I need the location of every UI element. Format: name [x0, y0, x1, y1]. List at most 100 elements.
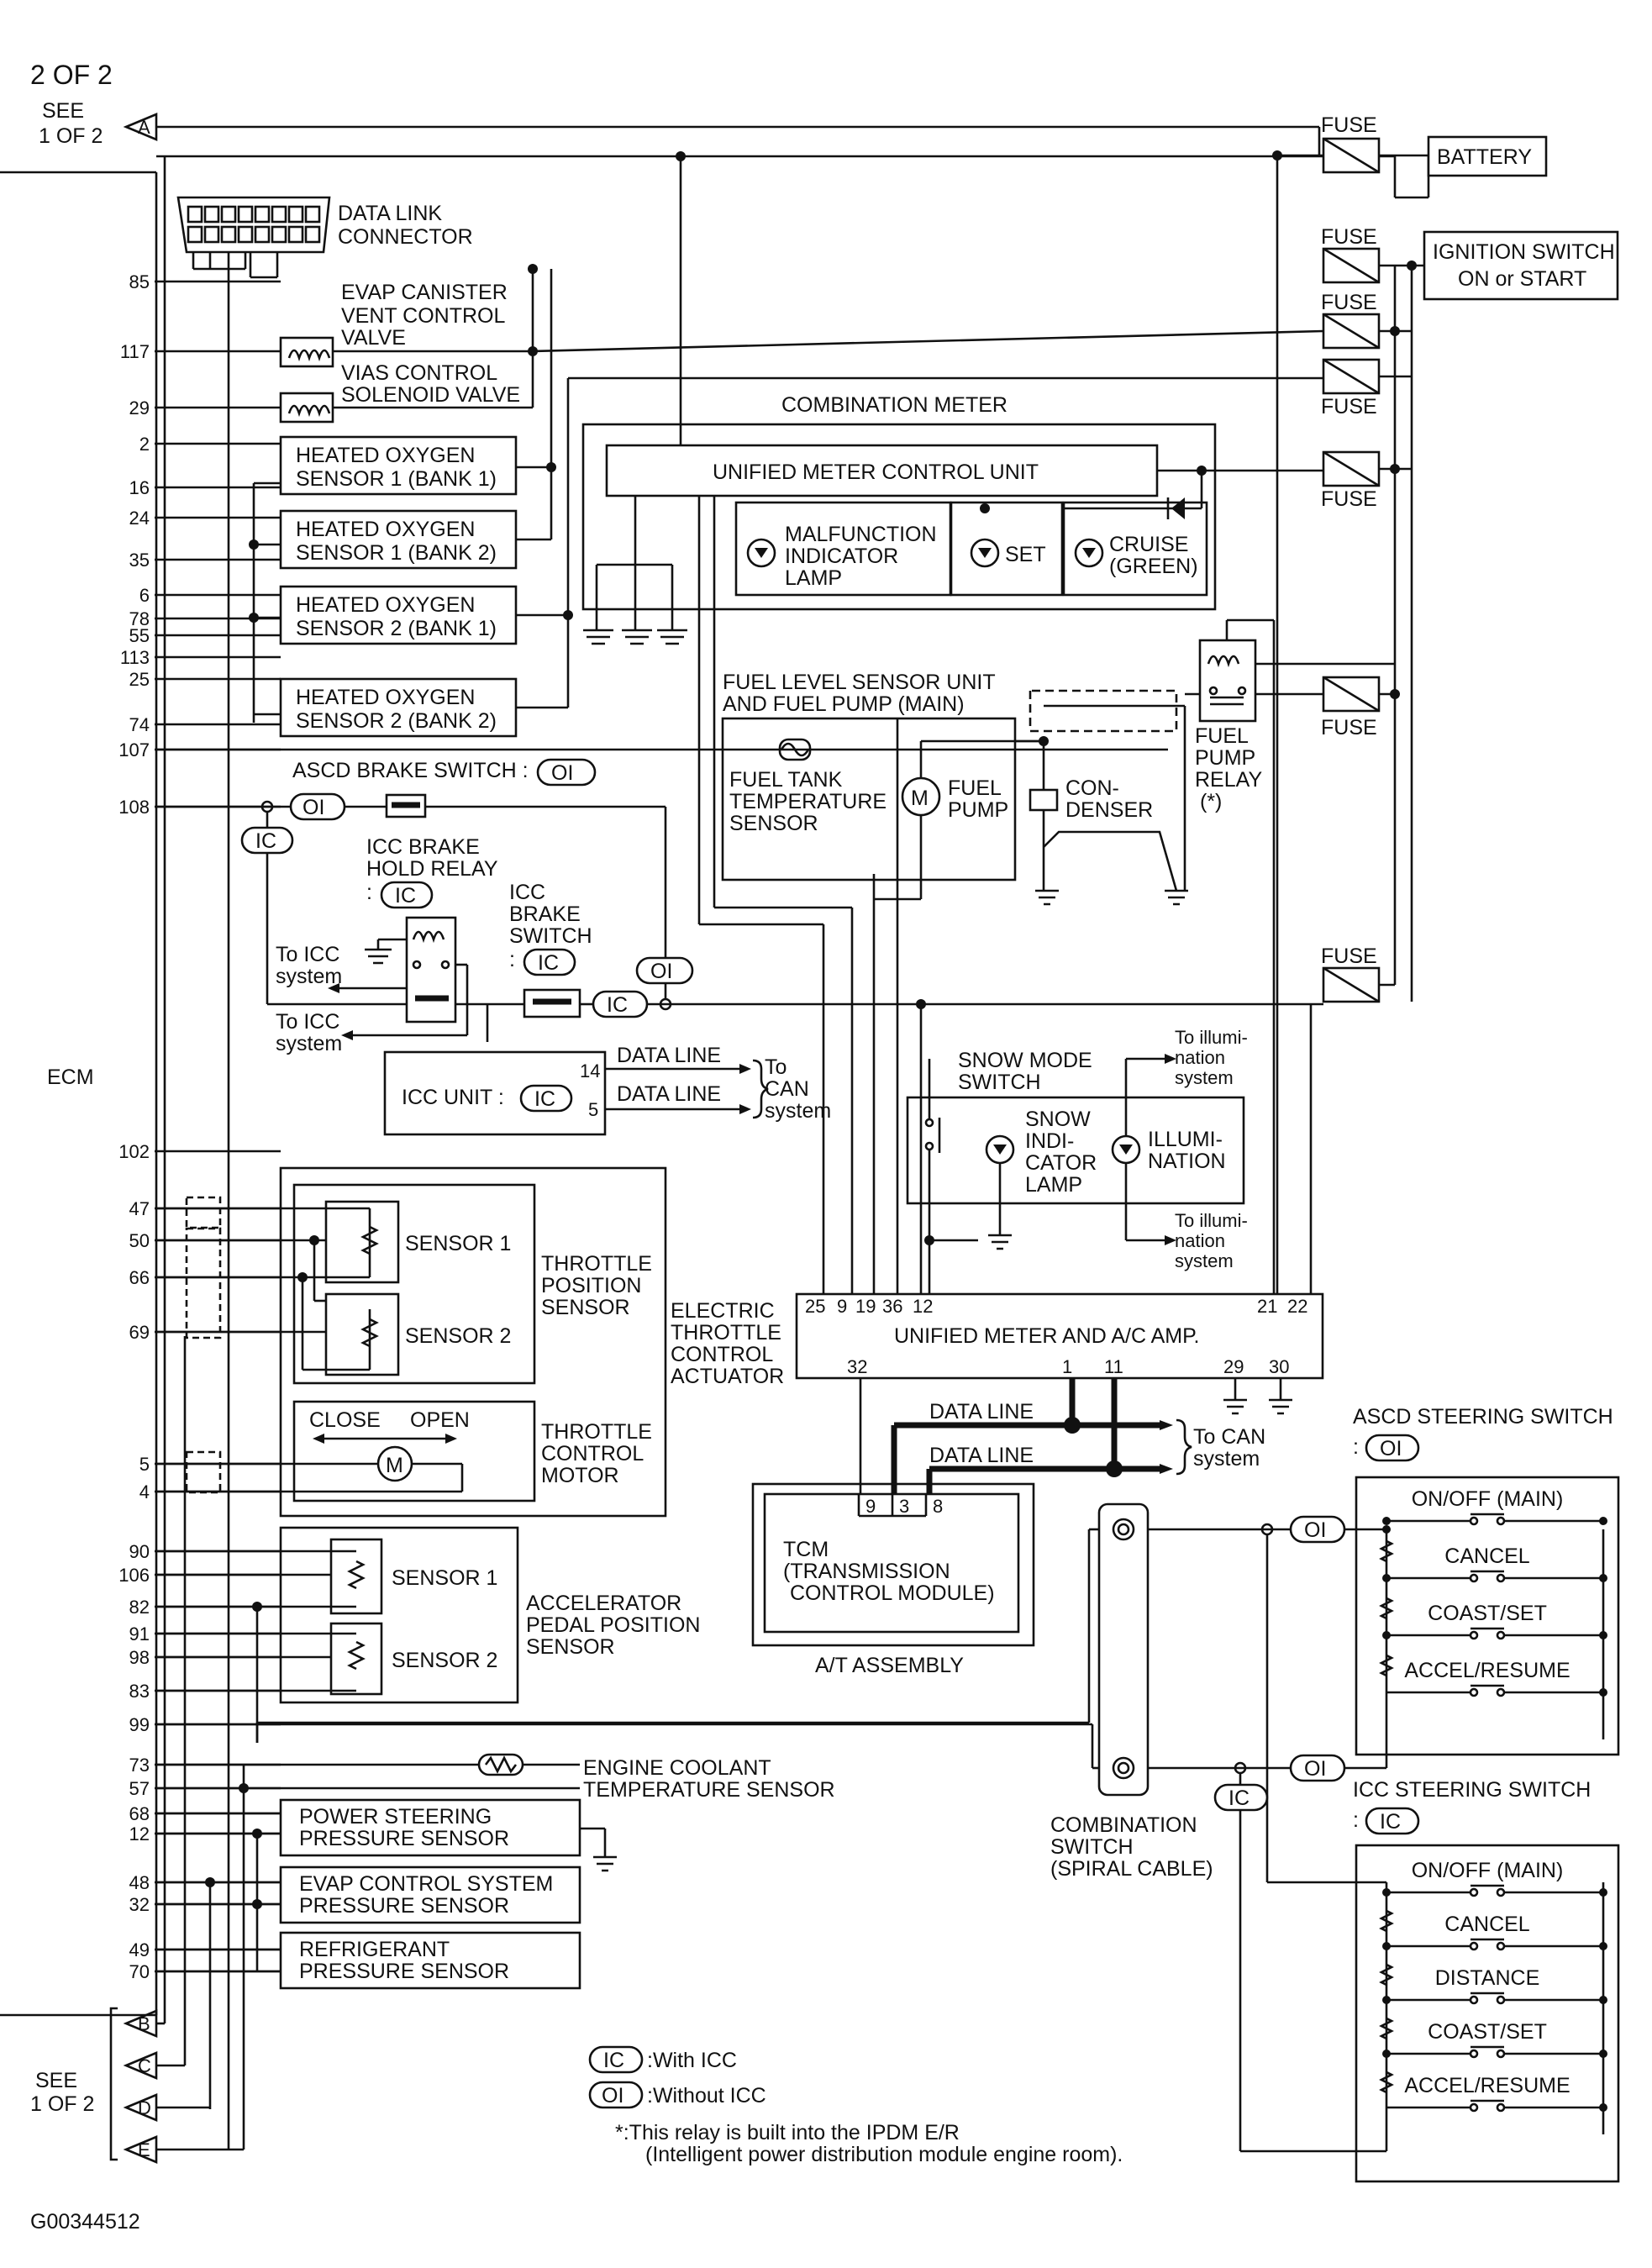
junction-dot	[1382, 1631, 1391, 1639]
ecm-pin-48: 48	[129, 1872, 150, 1893]
svg-text:THROTTLE: THROTTLE	[671, 1321, 781, 1344]
ecm-pin-29: 29	[129, 397, 150, 418]
steering-button-terminal	[1496, 1995, 1506, 2005]
fuse-label-6: FUSE	[1321, 716, 1377, 739]
svg-text:POSITION: POSITION	[541, 1274, 641, 1297]
steering-button-terminal	[1496, 1941, 1506, 1951]
fuse-label-7: FUSE	[1321, 945, 1377, 968]
svg-text:CONTROL MODULE): CONTROL MODULE)	[790, 1581, 995, 1605]
ecm-pin-98: 98	[129, 1647, 150, 1668]
ecm-pin-68: 68	[129, 1803, 150, 1824]
steering-button-terminal	[1469, 1573, 1479, 1583]
svg-text:DENSER: DENSER	[1065, 798, 1153, 822]
ecm-pin-69: 69	[129, 1322, 150, 1343]
ecm-pin-90: 90	[129, 1541, 150, 1562]
icc-steering-switch: ICC STEERING SWITCH : IC ON/OFF (MAIN)CA…	[1353, 1778, 1620, 2183]
ecm-pin-12: 12	[129, 1823, 150, 1844]
svg-text:VIAS CONTROL: VIAS CONTROL	[341, 361, 497, 385]
at-assembly: 9 3 8 TCM (TRANSMISSION CONTROL MODULE) …	[751, 1482, 1035, 1677]
power-bus	[156, 125, 1430, 199]
junction-dot	[1382, 1517, 1391, 1525]
svg-text::: :	[366, 881, 372, 904]
svg-text:COMBINATION METER: COMBINATION METER	[781, 393, 1008, 417]
legend-note-line2: (Intelligent power distribution module e…	[645, 2143, 1123, 2166]
steering-button-terminal	[1496, 2049, 1506, 2059]
svg-text:ICC BRAKE: ICC BRAKE	[366, 835, 480, 859]
svg-text:SENSOR 1 (BANK 1): SENSOR 1 (BANK 1)	[296, 467, 497, 491]
svg-text:INDI-: INDI-	[1025, 1129, 1074, 1153]
svg-text:TEMPERATURE SENSOR: TEMPERATURE SENSOR	[583, 1778, 835, 1802]
svg-text:FUEL LEVEL SENSOR UNIT: FUEL LEVEL SENSOR UNIT	[723, 671, 996, 694]
svg-text:DATA LINE: DATA LINE	[617, 1082, 721, 1106]
icc-unit: 47 ICC UNIT : IC 14 5 DATA LINE DATA LIN…	[383, 1044, 831, 1136]
dlc-pin-cell	[187, 205, 203, 224]
dlc-pin-cell	[220, 225, 237, 244]
svg-text:UNIFIED METER CONTROL UNIT: UNIFIED METER CONTROL UNIT	[713, 460, 1039, 484]
steering-button-label: ACCEL/RESUME	[1404, 1659, 1570, 1682]
badge-oi-4: OI	[1289, 1754, 1346, 1782]
svg-text:SWITCH: SWITCH	[509, 924, 592, 948]
svg-text:SENSOR 1 (BANK 2): SENSOR 1 (BANK 2)	[296, 541, 497, 565]
svg-text:SENSOR: SENSOR	[541, 1296, 630, 1319]
svg-text:8: 8	[933, 1496, 943, 1517]
combination-meter: COMBINATION METER UNIFIED METER CONTROL …	[581, 393, 1323, 645]
battery-feed	[676, 127, 1323, 1308]
svg-text:M: M	[911, 787, 929, 810]
svg-text:ICC UNIT :: ICC UNIT :	[402, 1086, 504, 1109]
legend-note-line1: *:This relay is built into the IPDM E/R	[615, 2121, 960, 2144]
svg-text:11: 11	[1104, 1356, 1123, 1377]
badge-oi-3: OI	[1289, 1515, 1346, 1544]
badge-oi-1: OI	[289, 792, 346, 821]
ignition-line1: IGNITION SWITCH	[1433, 240, 1615, 264]
legend: IC :With ICC OI :Without ICC *:This rela…	[588, 2045, 1123, 2166]
svg-text:OI: OI	[650, 960, 672, 983]
legend-oi-text: :Without ICC	[647, 2084, 766, 2108]
steering-button-label: COAST/SET	[1428, 2020, 1547, 2044]
badge-ic-2: IC	[380, 881, 434, 909]
svg-text:32: 32	[847, 1356, 867, 1377]
dlc-pin-cell	[304, 225, 321, 244]
connector-ref-a-letter: A	[138, 117, 150, 138]
ascd-steering-switch: ASCD STEERING SWITCH : OI OI OI ON/OFF (…	[1289, 1405, 1620, 1782]
svg-text:ICC: ICC	[509, 881, 545, 904]
svg-text:ASCD STEERING SWITCH: ASCD STEERING SWITCH	[1353, 1405, 1613, 1429]
see-ref-bottom-line1: SEE	[35, 2069, 77, 2092]
badge-ic-5: IC	[519, 1084, 573, 1113]
svg-text:ASCD BRAKE SWITCH :: ASCD BRAKE SWITCH :	[292, 759, 529, 782]
svg-text:To ICC: To ICC	[276, 943, 339, 966]
svg-text:To ICC: To ICC	[276, 1010, 339, 1034]
svg-text:22: 22	[1287, 1296, 1307, 1317]
svg-text:29: 29	[1223, 1356, 1244, 1377]
svg-text:C: C	[138, 2055, 151, 2076]
svg-text:IC: IC	[603, 2049, 624, 2072]
unified-meter-ac-amp: UNIFIED METER AND A/C AMP. 25 9 19 36 12…	[795, 1292, 1324, 1494]
svg-text:SWITCH: SWITCH	[958, 1071, 1041, 1094]
ecm-pin-113: 113	[120, 647, 150, 668]
svg-text:SWITCH: SWITCH	[1050, 1835, 1134, 1859]
svg-text:POWER STEERING: POWER STEERING	[299, 1805, 492, 1829]
ecm-pin-50: 50	[129, 1230, 150, 1251]
svg-text:IC: IC	[1380, 1810, 1401, 1834]
svg-text:To illumi-: To illumi-	[1175, 1210, 1248, 1231]
svg-text:ILLUMI-: ILLUMI-	[1148, 1128, 1223, 1151]
svg-text::: :	[1353, 1808, 1359, 1832]
steering-button-terminal	[1496, 1887, 1506, 1897]
svg-text:PRESSURE SENSOR: PRESSURE SENSOR	[299, 1894, 509, 1918]
dlc-pin-cell	[220, 205, 237, 224]
svg-text:1: 1	[1062, 1356, 1072, 1377]
svg-text:PEDAL POSITION: PEDAL POSITION	[526, 1613, 700, 1637]
svg-text:21: 21	[1257, 1296, 1277, 1317]
ecm-pin-74: 74	[129, 714, 150, 735]
svg-text:B: B	[138, 2013, 150, 2034]
svg-text:TCM: TCM	[783, 1538, 829, 1561]
bottom-connector-refs: B C D E SEE 1 OF 2	[30, 156, 245, 2164]
badge-oi-ascd-steering: OI	[1365, 1434, 1420, 1462]
svg-text:OI: OI	[1380, 1437, 1402, 1460]
svg-text:RELAY: RELAY	[1195, 768, 1262, 792]
dlc-pin-cell	[237, 225, 254, 244]
svg-text:CONTROL: CONTROL	[671, 1343, 773, 1366]
battery-box	[1427, 135, 1548, 177]
svg-text:ELECTRIC: ELECTRIC	[671, 1299, 775, 1323]
dlc-pin-cell	[254, 225, 271, 244]
